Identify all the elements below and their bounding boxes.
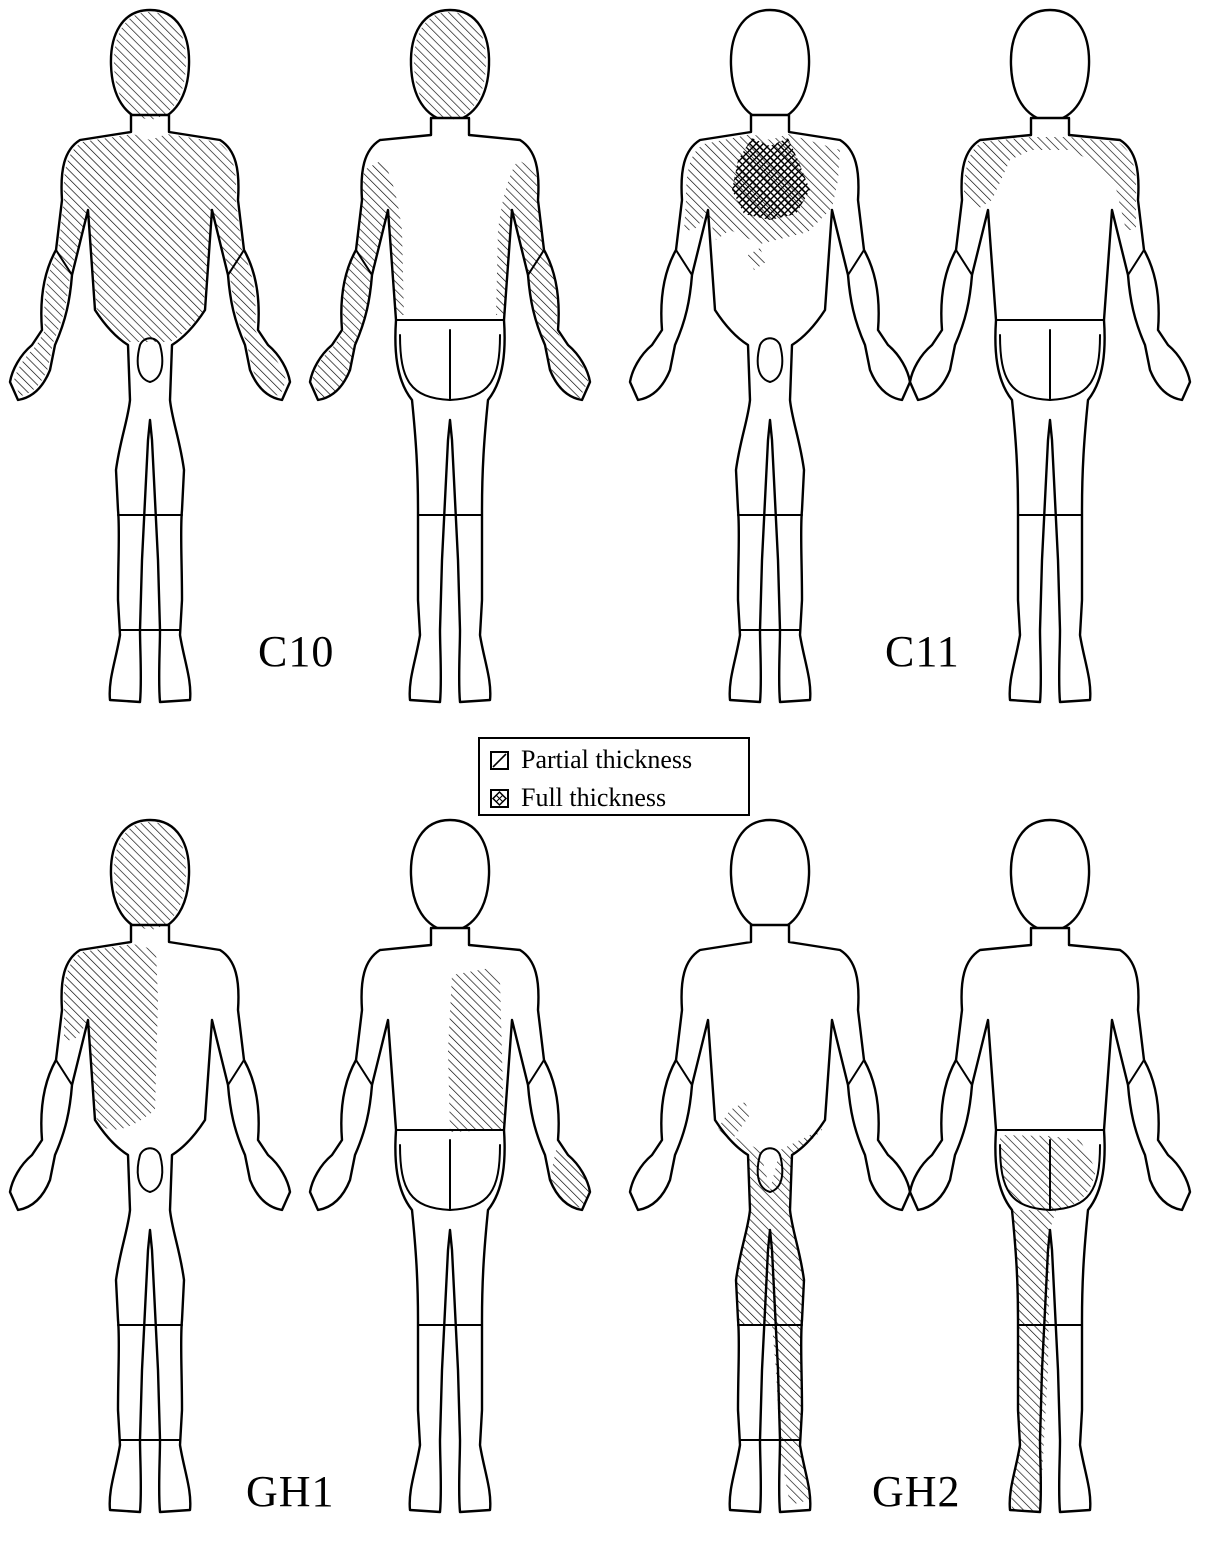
c10-back-figure [310,10,590,702]
gh1-back-figure [310,820,590,1512]
gh1-front-burn-head [114,822,186,930]
panel-c10 [10,10,590,702]
gh1-front-figure [10,820,290,1512]
legend-full-label: Full thickness [521,783,666,813]
panel-gh1 [10,820,590,1512]
c10-front-figure [10,10,290,702]
panel-c11 [630,10,1190,702]
panel-label-c10: C10 [258,630,334,674]
c10-back-burn-head [414,12,486,120]
gh2-front-burn-lower-leg [772,1325,810,1505]
c11-front-figure [630,10,910,702]
c10-back-burn-left [312,160,404,398]
panel-label-gh1: GH1 [246,1470,335,1514]
full-thickness-swatch-icon [490,789,509,808]
legend-partial-label: Partial thickness [521,745,692,775]
c10-front-burn-head [114,12,186,120]
c11-back-figure [910,10,1190,702]
panel-label-c11: C11 [885,630,960,674]
c10-back-burn-right [496,160,588,398]
panel-label-gh2: GH2 [872,1470,961,1514]
legend-box: Partial thickness Full thickness [478,737,750,816]
gh2-back-figure [910,820,1190,1512]
partial-thickness-swatch-icon [490,751,509,770]
gh2-front-figure [630,820,910,1512]
panel-gh2 [630,820,1190,1512]
legend-row-partial: Partial thickness [490,745,692,775]
gh1-back-burn-hand [550,1150,590,1208]
gh2-back-burn-leg [1012,1210,1056,1512]
gh1-back-burn-left [448,968,504,1132]
legend-row-full: Full thickness [490,783,666,813]
